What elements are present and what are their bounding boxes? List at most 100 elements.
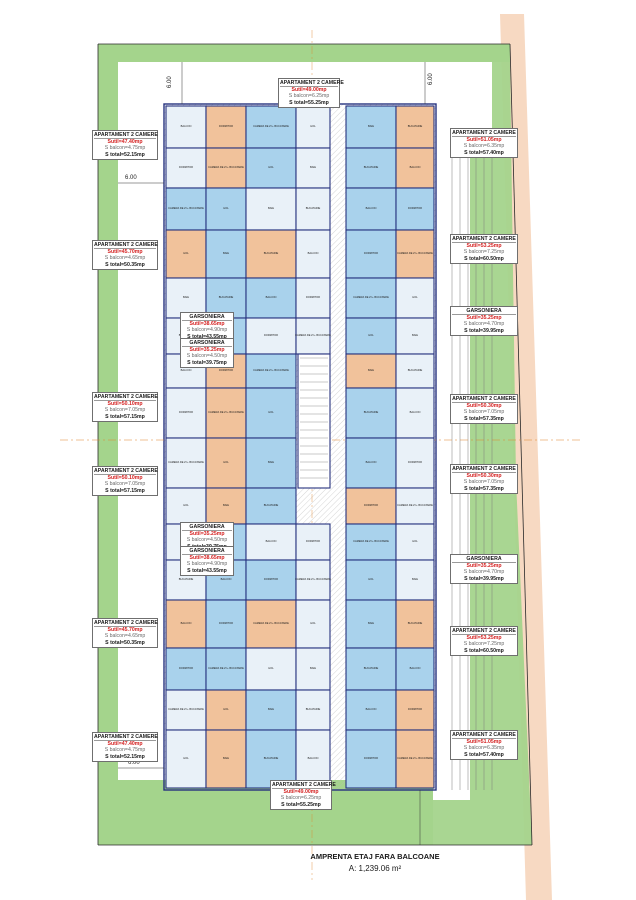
room-cell <box>245 105 297 149</box>
room-label: BUCATARIE <box>408 368 423 372</box>
label-balcony: S balcon=4.75mp <box>104 145 146 152</box>
room-label: BALCON <box>366 206 377 210</box>
room-cell <box>395 105 435 149</box>
room-cell <box>205 229 247 279</box>
label-useful: Sutil=35.25mp <box>182 529 232 537</box>
room-cell <box>345 559 397 601</box>
room-label: BUCATARIE <box>408 621 423 625</box>
room-cell <box>345 729 397 789</box>
room-cell <box>205 437 247 489</box>
room-label: CAMERA DE ZI + BUCATARIE <box>353 539 389 543</box>
room-cell <box>295 147 331 189</box>
room-cell <box>295 689 331 731</box>
room-label: BUCATARIE <box>408 124 423 128</box>
room-label: BALCON <box>366 707 377 711</box>
label-total: S total=50.35mp <box>105 261 145 268</box>
room-cell <box>295 317 331 355</box>
room-cell <box>205 647 247 691</box>
label-title: APARTAMENT 2 CAMERE <box>94 733 158 740</box>
room-cell <box>345 437 397 489</box>
room-label: HOL <box>368 577 374 581</box>
room-label: DORMITOR <box>219 621 233 625</box>
label-total: S total=57.35mp <box>464 415 504 422</box>
room-label: DORMITOR <box>364 756 378 760</box>
label-title: APARTAMENT 2 CAMERE <box>272 781 336 788</box>
label-useful: Sutil=53.25mp <box>452 241 516 249</box>
room-label: BUCATARIE <box>364 666 379 670</box>
room-label: HOL <box>310 621 316 625</box>
label-total: S total=57.40mp <box>464 751 504 758</box>
label-total: S total=39.95mp <box>464 327 504 334</box>
room-label: CAMERA DE ZI + BUCATARIE <box>168 707 204 711</box>
label-balcony: S balcon=7.05mp <box>104 407 146 414</box>
label-total: S total=52.15mp <box>105 151 145 158</box>
label-useful: Sutil=35.25mp <box>182 345 232 353</box>
label-total: S total=60.50mp <box>464 255 504 262</box>
label-balcony: S balcon=7.25mp <box>463 249 505 256</box>
room-cell <box>205 277 247 319</box>
room-label: DORMITOR <box>306 539 320 543</box>
plan-total-area: A: 1,239.06 m² <box>348 864 402 873</box>
label-total: S total=57.15mp <box>105 487 145 494</box>
room-cell <box>295 523 331 561</box>
room-label: BAIE <box>223 251 229 255</box>
room-label: DORMITOR <box>219 124 233 128</box>
room-label: CAMERA DE ZI + BUCATARIE <box>168 206 204 210</box>
room-label: CAMERA DE ZI + BUCATARIE <box>353 295 389 299</box>
room-label: CAMERA DE ZI + BUCATARIE <box>253 124 289 128</box>
room-label: BUCATARIE <box>264 503 279 507</box>
room-label: BALCON <box>266 539 277 543</box>
room-label: BALCON <box>410 666 421 670</box>
label-title: APARTAMENT 2 CAMERE <box>452 395 516 402</box>
label-title: APARTAMENT 2 CAMERE <box>94 467 158 474</box>
room-grid: BALCON DORMITOR CAMERA DE ZI + BUCATARIE HO… <box>165 105 435 789</box>
room-cell <box>395 647 435 691</box>
label-total: S total=50.35mp <box>105 639 145 646</box>
room-label: DORMITOR <box>306 295 320 299</box>
room-label: CAMERA DE ZI + BUCATARIE <box>208 165 244 169</box>
room-label: CAMERA DE ZI + BUCATARIE <box>295 577 331 581</box>
label-title: GARSONIERA <box>189 523 225 530</box>
room-cell <box>395 437 435 489</box>
room-label: BAIE <box>412 577 418 581</box>
label-title: APARTAMENT 2 CAMERE <box>94 393 158 400</box>
label-balcony: S balcon=6.25mp <box>288 93 330 100</box>
label-balcony: S balcon=4.75mp <box>104 747 146 754</box>
room-label: BAIE <box>223 503 229 507</box>
label-balcony: S balcon=4.90mp <box>186 327 228 334</box>
room-label: HOL <box>268 666 274 670</box>
room-cell <box>395 387 435 439</box>
room-cell <box>165 147 207 189</box>
room-label: CAMERA DE ZI + BUCATARIE <box>397 251 433 255</box>
label-balcony: S balcon=4.70mp <box>463 321 505 328</box>
label-useful: Sutil=35.25mp <box>452 313 516 321</box>
label-title: APARTAMENT 2 CAMERE <box>94 131 158 138</box>
label-title: APARTAMENT 2 CAMERE <box>452 465 516 472</box>
label-title: GARSONIERA <box>189 547 225 554</box>
room-label: DORMITOR <box>179 410 193 414</box>
label-useful: Sutil=35.25mp <box>452 561 516 569</box>
label-useful: Sutil=51.05mp <box>452 737 516 745</box>
room-label: BALCON <box>181 124 192 128</box>
label-balcony: S balcon=4.65mp <box>104 255 146 262</box>
room-cell <box>345 387 397 439</box>
room-label: HOL <box>412 539 418 543</box>
room-cell <box>165 729 207 789</box>
label-useful: Sutil=49.00mp <box>280 85 338 93</box>
room-label: DORMITOR <box>408 206 422 210</box>
room-label: BUCATARIE <box>264 251 279 255</box>
room-cell <box>295 559 331 601</box>
room-cell <box>395 187 435 231</box>
label-useful: Sutil=47.40mp <box>94 137 156 145</box>
label-total: S total=39.75mp <box>187 359 227 366</box>
dimension-top-right: 6.00 <box>428 73 434 85</box>
label-title: APARTAMENT 2 CAMERE <box>452 235 516 242</box>
room-label: CAMERA DE ZI + BUCATARIE <box>397 756 433 760</box>
room-label: BAIE <box>268 206 274 210</box>
room-label: BUCATARIE <box>219 295 234 299</box>
